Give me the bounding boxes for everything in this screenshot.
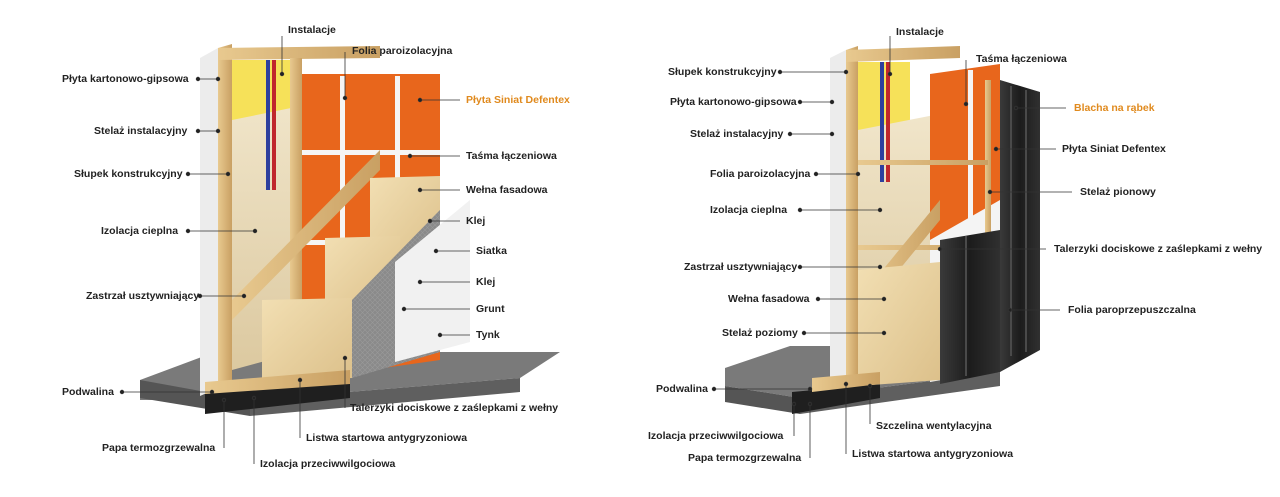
label-klej-2: Klej [476, 276, 496, 288]
frame-post-front [846, 46, 858, 382]
seam-line-2 [1025, 90, 1027, 352]
label-folia-paroizolacyjna: Folia paroizolacyjna [352, 45, 453, 57]
label-listwa-startowa: Listwa startowa antygryzoniowa [306, 432, 468, 444]
top-plate [218, 46, 380, 60]
frame-post-front [218, 44, 232, 388]
pipe-blue [266, 60, 270, 190]
right-wall-illustration: ▲▲ [725, 46, 1040, 414]
label-welna-fasadowa: Wełna fasadowa [728, 293, 810, 305]
label-papa-termozgrzewalna: Papa termozgrzewalna [688, 452, 802, 464]
label-papa-termozgrzewalna: Papa termozgrzewalna [102, 442, 216, 454]
tape-vertical-1 [340, 76, 345, 370]
label-blacha-na-rabek: Blacha na rąbek [1074, 102, 1155, 114]
label-folia-paroizolacyjna: Folia paroizolacyjna [710, 168, 811, 180]
sill-plate [205, 370, 350, 394]
label-instalacje: Instalacje [896, 26, 944, 38]
pipe-red [886, 62, 890, 182]
label-talerzyki-dociskowe: Talerzyki dociskowe z zaślepkami z wełny [350, 402, 559, 414]
right-leader-lines [711, 36, 1072, 458]
top-plate [846, 46, 960, 62]
label-talerzyki-dociskowe: Talerzyki dociskowe z zaślepkami z wełny [1054, 243, 1263, 255]
label-stelaz-instalacyjny: Stelaż instalacyjny [690, 128, 784, 140]
label-stelaz-pionowy: Stelaż pionowy [1080, 186, 1156, 198]
concrete-slab-front [800, 372, 1000, 414]
standing-seam-sheet [1000, 80, 1040, 372]
label-klej-1: Klej [466, 215, 486, 227]
label-slupek-konstrukcyjny: Słupek konstrukcyjny [668, 66, 777, 78]
label-plyta-kartonowo-gipsowa: Płyta kartonowo-gipsowa [62, 73, 189, 85]
diagonal-brace [232, 150, 380, 320]
label-tynk: Tynk [476, 329, 500, 341]
label-tasma-laczeniowa: Taśma łączeniowa [976, 53, 1067, 65]
label-tasma-laczeniowa: Taśma łączeniowa [466, 150, 557, 162]
label-welna-fasadowa: Wełna fasadowa [466, 184, 548, 196]
label-slupek-konstrukcyjny: Słupek konstrukcyjny [74, 168, 183, 180]
horizontal-batten-1 [858, 160, 988, 165]
label-plyta-kartonowo-gipsowa: Płyta kartonowo-gipsowa [670, 96, 797, 108]
label-podwalina: Podwalina [62, 386, 114, 398]
label-instalacje: Instalacje [288, 24, 336, 36]
tape-horizontal-1 [300, 150, 440, 155]
facade-wool-bottom [262, 298, 352, 382]
tape-vertical [968, 70, 973, 310]
horizontal-batten-2 [858, 245, 988, 250]
facade-wool [858, 262, 940, 386]
vertical-batten-1 [985, 80, 991, 370]
label-stelaz-instalacyjny: Stelaż instalacyjny [94, 125, 188, 137]
left-wall-illustration [140, 44, 560, 416]
seam-line-1 [1010, 86, 1012, 356]
left-leader-lines [119, 36, 470, 464]
standing-seam-sheet-lower [940, 230, 1000, 384]
pipe-red [272, 60, 276, 190]
label-plyta-siniat-defentex: Płyta Siniat Defentex [1062, 143, 1166, 155]
label-stelaz-poziomy: Stelaż poziomy [722, 327, 798, 339]
label-folia-paroprzepuszczalna: Folia paroprzepuszczalna [1068, 304, 1196, 316]
label-zastrzal-usztywniajacy: Zastrzał usztywniający [86, 290, 200, 302]
label-podwalina: Podwalina [656, 383, 708, 395]
label-grunt: Grunt [476, 303, 505, 315]
seam-line-3 [965, 236, 967, 376]
label-izolacja-cieplna: Izolacja cieplna [710, 204, 788, 216]
label-siatka: Siatka [476, 245, 507, 257]
render-layer [395, 200, 470, 362]
gypsum-board [200, 48, 218, 396]
pipe-blue [880, 62, 884, 182]
label-plyta-siniat-defentex: Płyta Siniat Defentex [466, 94, 570, 106]
label-izolacja-przeciwwilgociowa: Izolacja przeciwwilgociowa [648, 430, 784, 442]
label-szczelina-wentylacyjna: Szczelina wentylacyjna [876, 420, 992, 432]
concrete-slab-side [725, 386, 800, 414]
label-listwa-startowa: Listwa startowa antygryzoniowa [852, 448, 1014, 460]
label-izolacja-przeciwwilgociowa: Izolacja przeciwwilgociowa [260, 458, 396, 470]
concrete-slab-front [250, 378, 520, 416]
label-zastrzal-usztywniajacy: Zastrzał usztywniający [684, 261, 798, 273]
label-izolacja-cieplna: Izolacja cieplna [101, 225, 179, 237]
